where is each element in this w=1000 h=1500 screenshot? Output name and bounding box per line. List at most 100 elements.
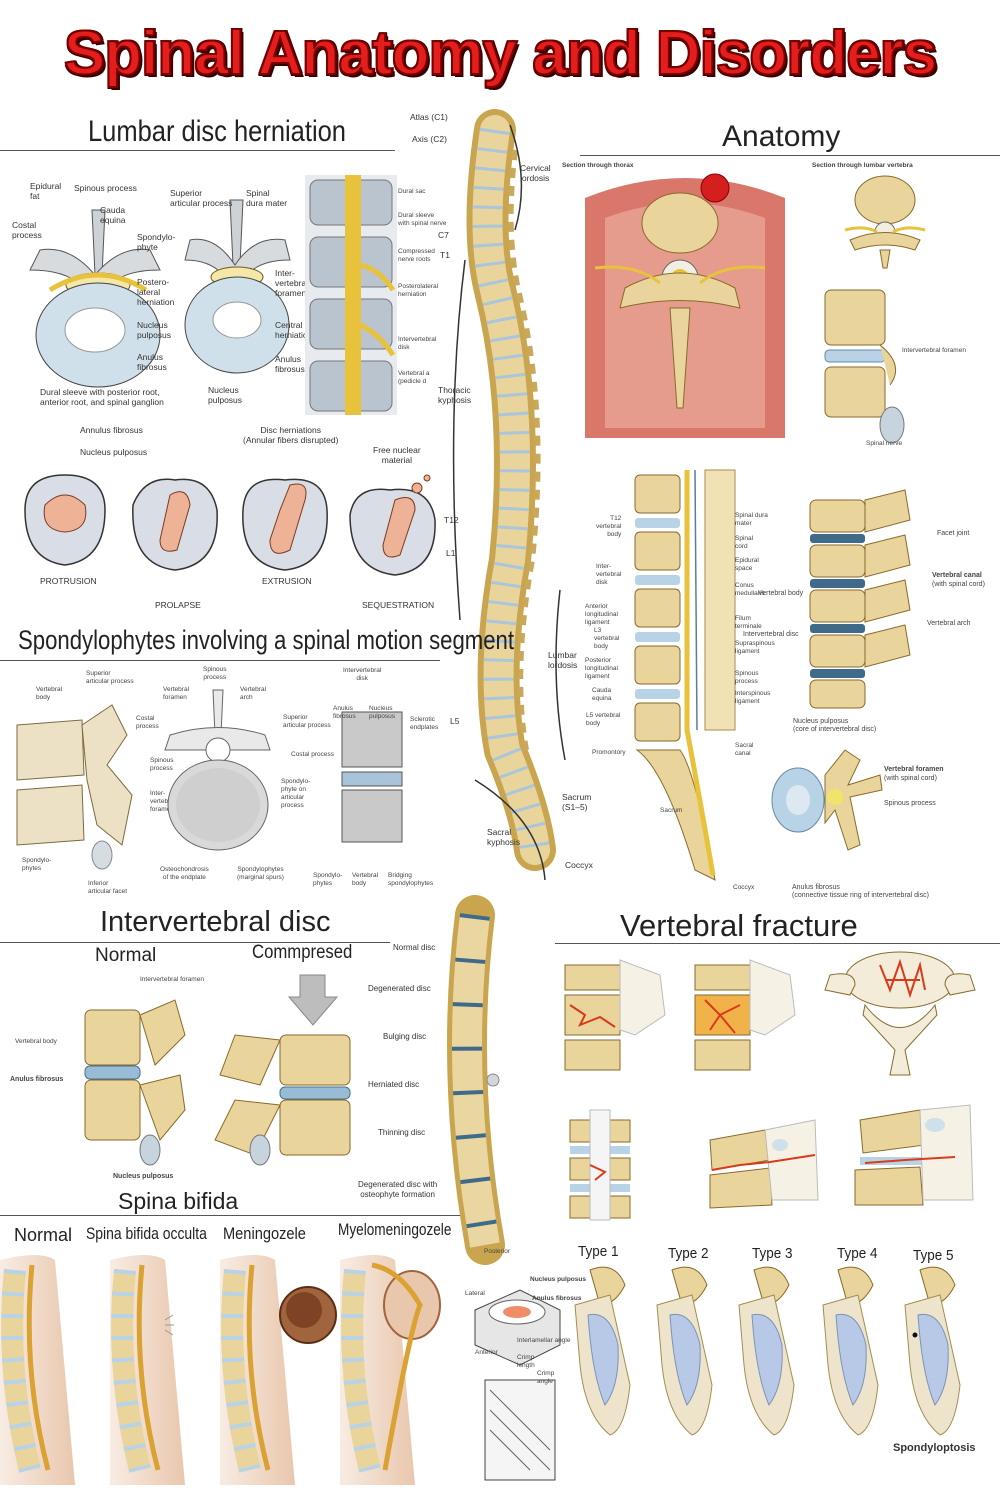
sp-anulus-fibrosus: Anulus fibrosus [333,705,356,720]
spondylolisthesis-type-3: Type 3 [752,1245,793,1262]
sp-nucleus-pulposus: Nucleus pulposus [369,705,396,720]
fracture-burst-illustration [694,959,796,1071]
sag-l5: L5 vertebral body [586,712,621,727]
sag-sacrum: Sacrum [660,807,683,814]
sp-spondylophyte-articular: Spondylo- phyte on articular process [281,778,311,809]
sp-costal-process-axial: Costal process [291,751,334,758]
label-anulus-fibrosus-right: Anulus fibrosus [275,354,305,374]
ds-lateral: Lateral [465,1290,485,1297]
label-compressed-roots: Compressed nerve roots [398,248,435,263]
spine-label-l1: L1 [446,548,456,558]
axial-vertebral-foramen: Vertebral foramen [884,766,944,773]
sp-intervertebral-disk: Intervertebral disk [343,667,382,682]
section-title-anatomy: Anatomy [722,120,841,153]
bifida-type-myelomeningozele: Myelomeningozele [338,1220,452,1239]
label-intervertebral-foramen: Inter- vertebral foramen [275,268,309,298]
sp-spondylophytes-left: Spondylo- phytes [22,857,52,872]
label-dural-sleeve-nerve: Dural sleeve with spinal nerve [398,212,447,227]
lat-vertebral-canal: Vertebral canal [932,572,982,579]
label-costal-process: Costal process [12,220,42,240]
label-disc-herniations: Disc herniations (Annular fibers disrupt… [243,425,339,445]
section-title-lumbar-herniation: Lumbar disc herniation [88,115,346,148]
disc-label-foramen: Intervertebral foramen [140,976,204,983]
disc-stage-herniated: Herniated disc [368,1080,420,1089]
spine-label-t12: T12 [444,515,459,525]
sp-vertebral-body-right: Vertebral body [352,872,379,887]
bifida-type-normal: Normal [14,1225,73,1245]
sp-spinous-process-axial: Spinous process [203,666,227,681]
disc-compressed-illustration [214,974,351,1166]
disc-degeneration-column-illustration [447,895,505,1265]
herniation-column-illustration [305,175,397,415]
axial-nucleus-pulposus: Nucleus pulposus (core of intervertebral… [793,718,877,733]
curve-sacral-kyphosis: Sacral kyphosis [487,827,521,847]
spondylo-disc-section-illustration [341,711,403,843]
sp-spondylophytes-right: Spondylo- phytes [313,872,343,887]
spine-label-axis: Axis (C2) [412,134,447,144]
sp-costal-process: Costal process [136,715,159,730]
spondylolisthesis-type-1: Type 1 [578,1243,619,1260]
sp-bridging: Bridging spondylophytes [388,872,434,887]
sag-supraspinous: Supraspinous ligament [735,640,775,655]
spine-label-t1: T1 [440,250,450,260]
sag-filum: Filum terminale [735,615,762,630]
lat-with-spinal-cord: (with spinal cord) [932,581,985,588]
full-spine-illustration [466,109,556,871]
curve-cervical-lordosis: Cervical lordosis [520,163,551,183]
sp-osteochondrosis: Osteochondrosis of the endplate [160,866,209,881]
label-spinal-dura-mater: Spinal dura mater [246,188,288,208]
spondylolisthesis-type-2: Type 2 [668,1245,709,1262]
label-dural-sleeve: Dural sleeve with posterior root, anteri… [40,387,164,407]
sag-l3: L3 vertebral body [594,627,620,650]
section-rule [0,1215,460,1216]
foramen-lateral-illustration [824,289,905,444]
spondylolisthesis-illustration [574,1266,961,1436]
disc-normal-illustration [84,999,186,1166]
poster-title: Spinal Anatomy and Disorders [63,18,938,89]
label-intervertebral-disk-col: Intervertebral disk [398,336,437,351]
ds-anulus-fibrosus: Anulus fibrosus [532,1295,582,1302]
sp-sclerotic-endplates: Sclerotic endplates [410,716,439,731]
label-annulus-fibrosus-stage: Annulus fibrosus [80,425,143,435]
label-free-nuclear-material: Free nuclear material [373,445,421,465]
sp-vertebral-body: Vertebral body [36,686,63,701]
disc-structure-illustration [474,1289,561,1481]
sag-conus: Conus medullaris [735,582,765,597]
stage-prolapse-illustration [132,478,218,571]
sag-cauda-equina: Cauda equina [592,687,612,702]
label-cauda-equina: Cauda equina [100,205,126,225]
disc-label-nucleus: Nucleus pulposus [113,1173,174,1180]
sp-vertebral-arch: Vertebral arch [240,686,267,701]
label-posterolateral-herniation-col: Posterolateral herniation [398,283,439,298]
fracture-distraction-illustration [569,1109,631,1221]
label-central-herniation: Central herniation [275,320,313,340]
disc-stage-bulging: Bulging disc [383,1032,427,1041]
spine-label-coccyx: Coccyx [565,860,593,870]
stage-protrusion-illustration [24,474,106,566]
ds-interlamellar: Interlamellar angle [517,1337,571,1344]
section-rule [580,155,1000,156]
label-vertebral-arch-col: Vertebral a (pedicle d [398,370,430,385]
fracture-chance-illustration [709,1119,819,1209]
ds-crimp-length: Crimp length [517,1354,535,1369]
lat-vertebral-body: Vertebral body [758,590,804,597]
spine-label-sacrum: Sacrum (S1–5) [562,792,592,812]
fracture-dislocation-illustration [854,1104,974,1206]
label-spinal-nerve: Spinal nerve [866,440,903,447]
spine-label-c7: C7 [438,230,449,240]
sag-interspinous: Interspinous ligament [735,690,771,705]
label-anulus-fibrosus: Anulus fibrosus [137,352,167,372]
fracture-axial-illustration [824,951,976,1076]
lumbar-section-illustration [844,175,926,269]
sag-spinous-process: Spinous process [735,670,759,685]
lat-intervertebral-disc: Intervertebral disc [743,631,799,638]
spondyloptosis-caption: Spondyloptosis [893,1442,976,1454]
thorax-section-title: Section through thorax [562,162,634,169]
section-rule [0,660,440,661]
bifida-type-occulta: Spina bifida occulta [86,1224,207,1243]
disc-stage-degenerated: Degenerated disc [368,984,431,993]
spondylo-motion-segment-illustration [16,704,133,870]
sag-dura-mater: Spinal dura mater [735,512,768,527]
ds-anterior: Anterior [475,1349,498,1356]
stage-extrusion-label: EXTRUSION [262,576,312,586]
